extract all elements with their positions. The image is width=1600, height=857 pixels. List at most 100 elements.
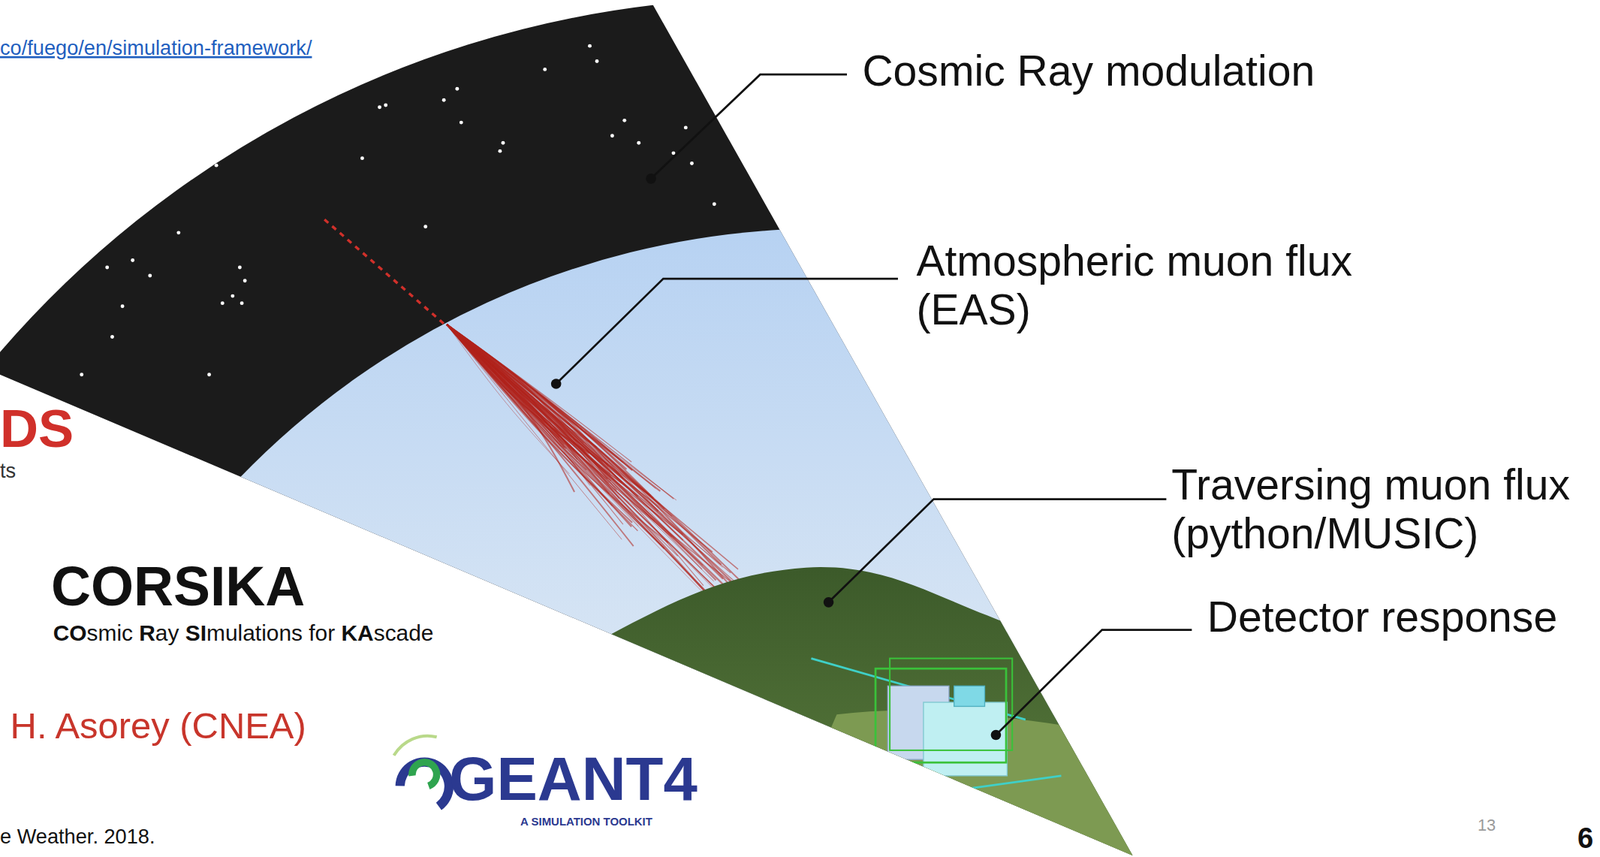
star [214,163,219,168]
star [587,44,592,49]
shower-particle-track [446,324,683,540]
callout-label: Traversing muon flux (python/MUSIC) [1171,460,1595,559]
star [130,258,135,263]
shower-particle-track [446,324,749,596]
grass [775,710,1225,857]
text-run: scade [373,620,434,646]
star [497,149,502,154]
shower-particle-track [446,324,716,580]
star [595,59,600,64]
star [690,161,694,166]
star [105,265,109,270]
star [120,304,125,308]
star [622,118,627,123]
star [360,156,365,160]
star [712,201,717,206]
text-run: SI [185,620,207,646]
beam-line [897,775,1061,799]
callout-label: Atmospheric muon flux (EAS) [916,236,1376,335]
logo-subtext: ts [0,459,16,483]
star [377,105,382,109]
leader-dot [645,173,657,184]
reference-note: e Weather. 2018. [0,824,156,848]
logo-text: DS [0,398,74,460]
shower-particle-track [446,324,703,570]
star [610,133,615,138]
star [683,125,688,130]
shower-particle-track [446,324,663,516]
star [79,372,84,377]
shower-particle-track [446,324,733,623]
shower-particle-track [446,324,754,599]
shower-particle-track [446,324,674,499]
star [240,301,245,305]
shower-particle-track [446,324,710,595]
star [442,98,446,103]
shower-particle-track [446,324,665,548]
author-credit: H. Asorey (CNEA) [10,704,307,747]
text-run: smic [87,620,140,646]
star [454,87,459,91]
text-run: KA [341,620,374,646]
callout-label: Cosmic Ray modulation [861,47,1315,97]
detector-box [954,685,986,706]
shower-particle-track [446,324,754,594]
logo-subtext: A SIMULATION TOOLKIT [520,815,653,829]
shower-particle-track [446,324,737,586]
leader-line [556,278,898,384]
shower-particle-track [446,324,714,582]
leader-lines [556,74,1193,735]
swirl-arc [394,735,437,756]
leader-line [995,629,1192,736]
star [636,141,641,145]
star [238,265,242,270]
logo-text: CORSIKA [51,554,305,618]
primary-track [324,219,445,325]
text-run: mulations for [206,620,341,646]
shower-particle-track [446,324,677,501]
swirl-arc [412,762,437,787]
star [230,294,235,299]
wedge [0,0,1327,857]
leader-line [650,74,847,179]
star [147,273,152,278]
star [243,278,248,283]
text-run: R [138,620,156,646]
geant-logo-swirl [394,735,449,807]
page-number: 6 [1577,822,1594,856]
detector-box [923,702,1007,776]
star [671,150,676,155]
shower-particle-track [446,324,633,546]
shower-particle-track [446,324,656,489]
slide-number: 13 [1477,816,1496,835]
detector-frame [889,658,1013,751]
shower-particle-track [446,324,741,630]
logo-text: GEANT4 [448,744,698,815]
detector-frame [875,668,1007,763]
star [176,230,181,235]
shower-particle-track [446,324,729,618]
air-shower [446,324,766,630]
source-url: co/fuego/en/simulation-framework/ [0,36,312,61]
shower-particle-track [446,324,766,625]
text-run: ay [155,620,186,646]
star [383,103,388,108]
shower-particle-track [446,324,757,629]
callout-label: Detector response [1207,593,1558,643]
leader-line [828,499,1167,603]
star [110,334,115,339]
star [459,120,464,125]
leader-dot [551,378,562,389]
swirl-arc [400,762,449,807]
leader-dot [823,596,835,608]
shower-particle-track [446,324,655,522]
sky-band [0,229,1327,857]
star [220,301,225,305]
text-run: CO [53,620,88,646]
logo-subtext: COsmic Ray SImulations for KAscade [53,620,434,646]
star [423,224,428,229]
leader-dot [991,729,1002,741]
star [542,67,547,72]
star [207,372,211,377]
